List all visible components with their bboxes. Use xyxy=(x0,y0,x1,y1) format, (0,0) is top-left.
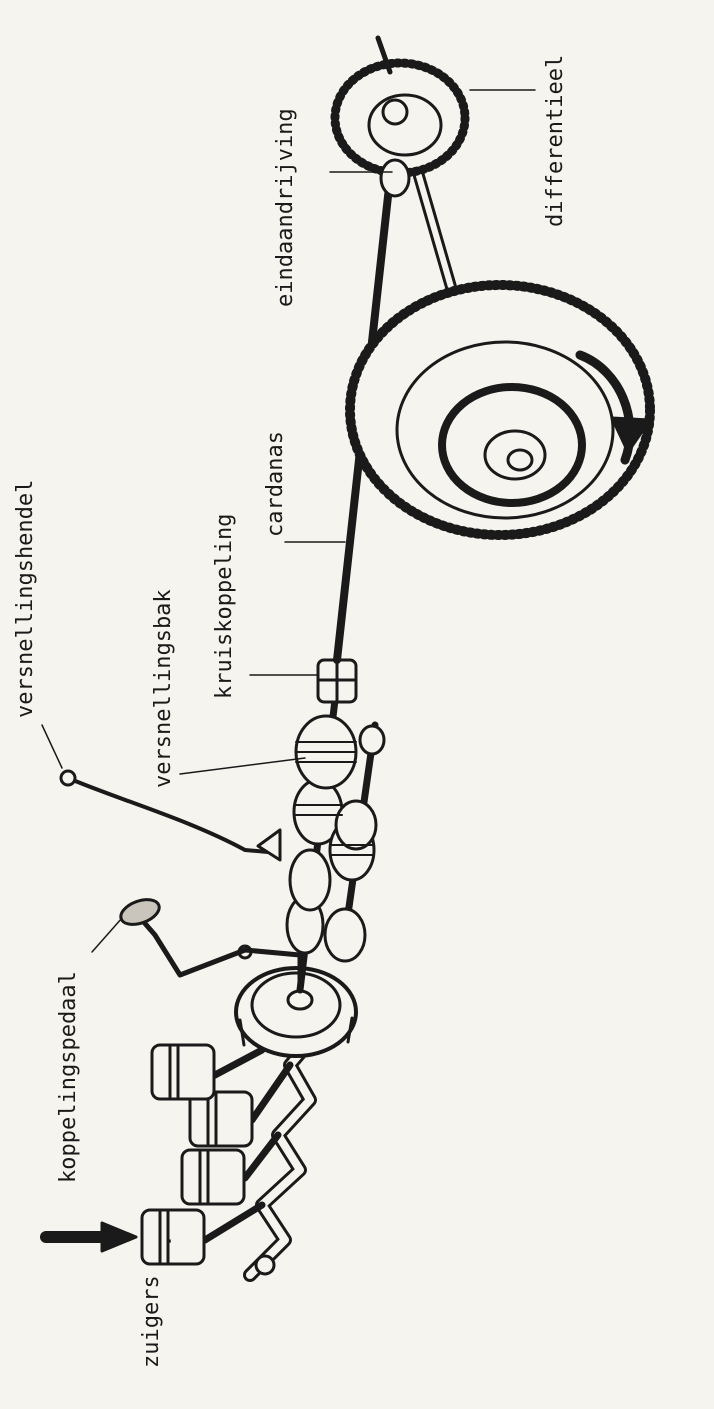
clutch-flywheel xyxy=(234,966,358,1058)
force-arrow xyxy=(40,1221,138,1253)
gearbox xyxy=(285,696,386,994)
piston-3 xyxy=(188,1061,294,1148)
universal-joint xyxy=(316,658,358,704)
piston-1 xyxy=(140,1201,266,1266)
final-drive-pinion xyxy=(379,158,411,198)
label-versnellingshendel: versnellingshendel xyxy=(13,479,38,718)
piston-2 xyxy=(180,1131,282,1206)
gear-lever xyxy=(59,769,282,862)
piston-4 xyxy=(150,1043,266,1101)
label-eindaandrijving: eindaandrijving xyxy=(273,108,298,307)
label-zuigers: zuigers xyxy=(139,1275,164,1368)
rotation-arrow-icon xyxy=(575,350,652,465)
label-cardanas: cardanas xyxy=(263,431,288,537)
leader-lines xyxy=(41,89,536,1243)
label-koppelingspedaal: koppelingspedaal xyxy=(56,971,81,1183)
differential xyxy=(330,35,470,178)
label-kruiskoppeling: kruiskoppeling xyxy=(212,513,237,699)
label-versnellingsbak: versnellingsbak xyxy=(151,589,176,788)
label-differentieel: differentieel xyxy=(543,54,568,227)
rear-wheel xyxy=(345,280,655,540)
